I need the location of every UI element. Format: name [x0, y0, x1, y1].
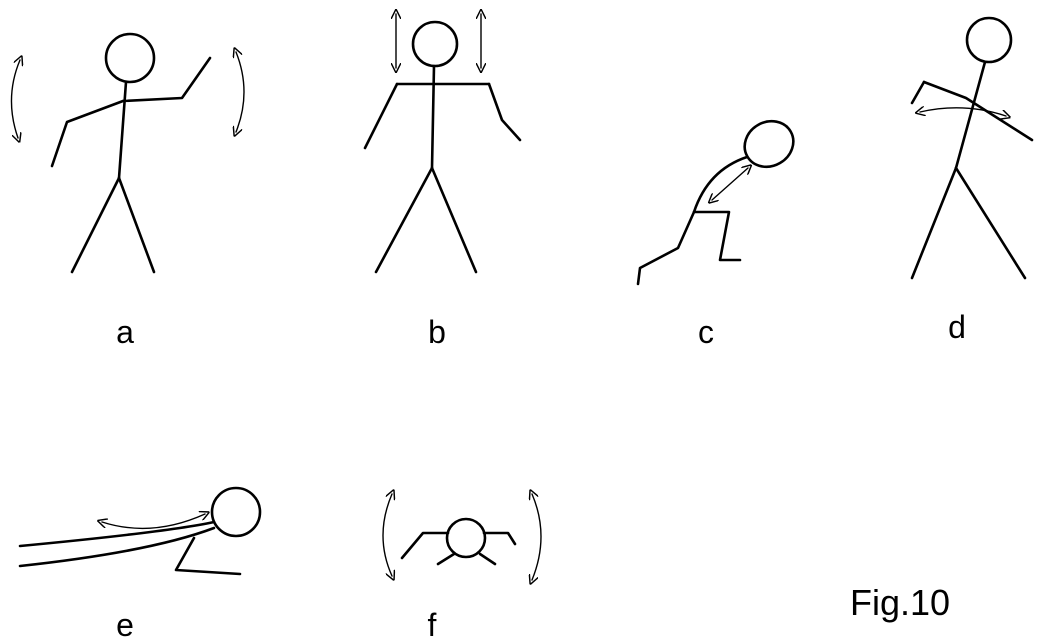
- panel-f-stick-figure: [382, 494, 542, 580]
- panel-f-label: f: [428, 607, 437, 641]
- panel-d-label: d: [948, 309, 966, 345]
- panel-a-stick-figure: [10, 32, 245, 274]
- panel-d-stick-figure: [910, 16, 1034, 280]
- panel-b-label: b: [428, 314, 446, 350]
- panel-a-label: a: [116, 314, 134, 350]
- panel-c-label: c: [698, 314, 714, 350]
- panel-c-stick-figure: [636, 119, 795, 286]
- panel-e-label: e: [116, 607, 134, 641]
- panel-b-stick-figure: [363, 14, 522, 274]
- figure-label: Fig.10: [850, 582, 950, 623]
- panel-e-stick-figure: [18, 486, 262, 576]
